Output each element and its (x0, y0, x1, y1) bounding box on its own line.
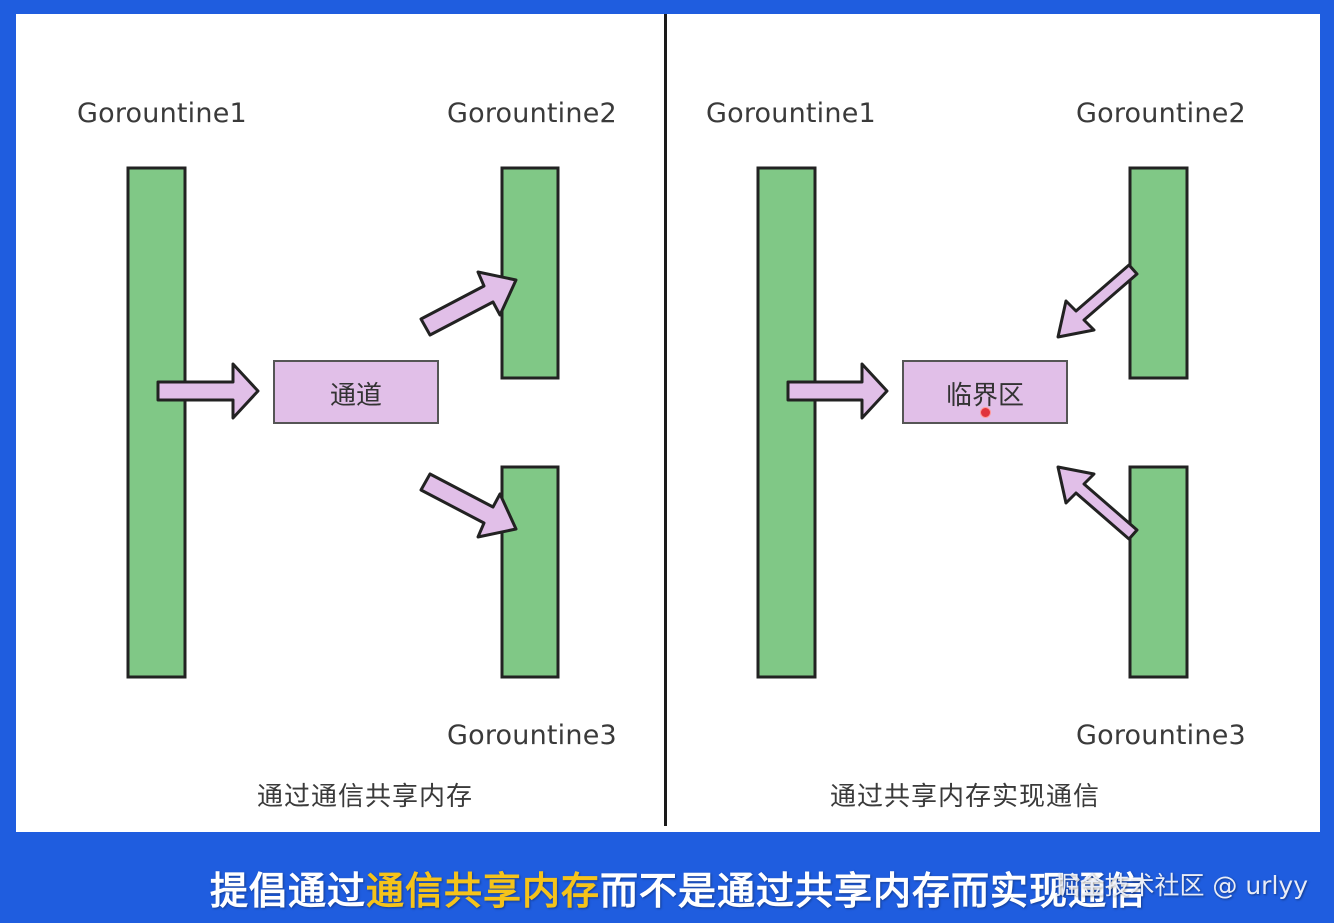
left-goroutine1-label: Gorountine1 (77, 98, 247, 129)
right-arrow-from-g2 (1056, 263, 1139, 339)
left-arrow-to-g2 (419, 270, 518, 337)
subtitle-prefix: 提倡通过 (210, 869, 367, 913)
left-goroutine3-bar (500, 465, 560, 679)
right-goroutine3-label: Gorountine3 (1076, 720, 1246, 751)
right-goroutine2-bar (1128, 166, 1189, 380)
subtitle-highlight: 通信共享内存 (366, 869, 601, 913)
right-arrow-from-g3 (1056, 465, 1139, 541)
left-channel-box (273, 360, 439, 424)
right-goroutine2-label: Gorountine2 (1076, 98, 1246, 129)
right-arrow-to-critical (786, 362, 889, 420)
left-goroutine2-bar (500, 166, 560, 380)
left-goroutine3-label: Gorountine3 (447, 720, 617, 751)
right-critical-section-label: 临界区 (945, 381, 1024, 411)
video-subtitle: 提倡通过通信共享内存而不是通过共享内存而实现通信 (210, 860, 1146, 915)
center-divider (664, 14, 667, 826)
left-goroutine1-bar (126, 166, 187, 679)
watermark: 掘金技术社区 @ urlyy (1054, 871, 1308, 900)
left-channel-label: 通道 (329, 381, 382, 411)
right-goroutine3-bar (1128, 465, 1189, 679)
subtitle-suffix: 而不是通过共享内存而实现通信 (600, 869, 1147, 913)
right-goroutine1-label: Gorountine1 (706, 98, 876, 129)
left-arrow-to-channel (156, 362, 260, 420)
left-goroutine2-label: Gorountine2 (447, 98, 617, 129)
left-caption: 通过通信共享内存 (257, 782, 474, 812)
left-arrow-to-g3 (419, 472, 518, 539)
cursor-dot-icon (980, 407, 991, 418)
diagram-panel: Gorountine1 Gorountine2 Gorountine3 通道 通… (16, 14, 1320, 832)
right-caption: 通过共享内存实现通信 (830, 782, 1101, 812)
diagram-canvas (126, 166, 1189, 679)
right-goroutine1-bar (756, 166, 817, 679)
